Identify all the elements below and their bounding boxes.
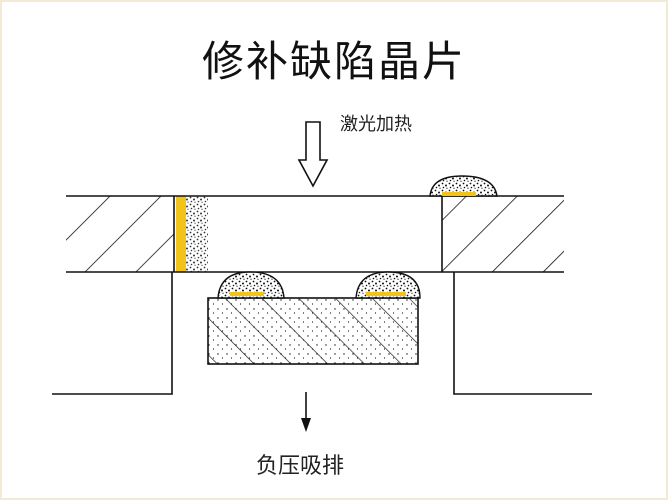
down-arrow-icon (301, 392, 311, 432)
hollow-down-arrow-icon (297, 121, 329, 188)
substrate-left-block (66, 195, 175, 273)
substrate-right-block (441, 195, 564, 273)
solder-bump-top-right (429, 175, 498, 197)
solder-bump-chip-left (217, 271, 285, 299)
via-solder-strip (176, 196, 208, 272)
defective-chip (207, 297, 419, 365)
diagram-title: 修补缺陷晶片 (201, 37, 466, 86)
vacuum-chamber-left-wall (52, 272, 173, 395)
vacuum-chamber-right-wall (453, 272, 592, 395)
solder-bump-chip-right (355, 271, 421, 299)
laser-heating-label: 激光加热 (340, 114, 412, 135)
vacuum-exhaust-label: 负压吸排 (256, 454, 345, 479)
